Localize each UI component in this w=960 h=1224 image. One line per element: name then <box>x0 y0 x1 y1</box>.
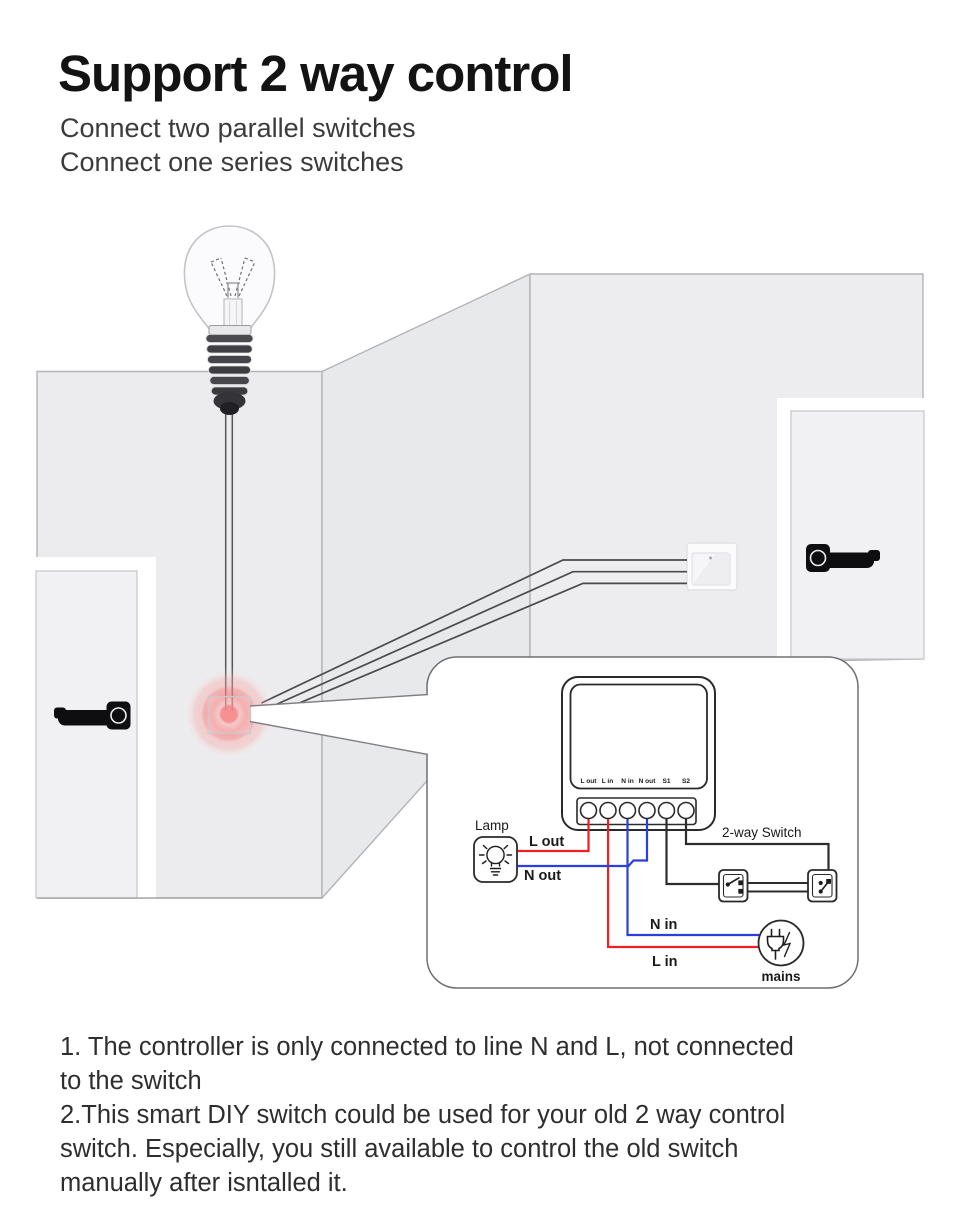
left-door <box>30 557 156 899</box>
n-in-label: N in <box>650 917 677 933</box>
left-door-handle-icon <box>54 701 131 730</box>
n-out-label: N out <box>524 868 561 884</box>
terminal-label-n-out: N out <box>639 778 657 785</box>
lamp-cable <box>224 414 234 711</box>
two-way-switch-2-icon <box>807 869 838 903</box>
lamp-icon <box>473 836 518 883</box>
wire-s1 <box>665 812 726 886</box>
right-door <box>777 398 928 660</box>
switch-cables <box>261 559 687 717</box>
wall-switch <box>686 542 738 591</box>
light-bulb-icon <box>183 225 276 415</box>
hidden-module-glow <box>182 667 276 761</box>
two-way-switch-label: 2-way Switch <box>722 825 802 840</box>
wire-s2 <box>684 812 830 879</box>
module-screen <box>569 683 708 790</box>
two-way-switch-1-icon <box>718 869 749 903</box>
terminal-label-s2: S2 <box>682 778 690 785</box>
wire-n-in <box>626 812 759 937</box>
mains-icon <box>757 919 805 967</box>
terminal-label-l-in: L in <box>602 778 614 785</box>
terminal-label-s1: S1 <box>662 778 670 785</box>
right-door-handle-icon <box>806 544 880 572</box>
bulb-screw-base <box>205 325 254 415</box>
terminal-label-n-in: N in <box>621 778 633 785</box>
terminal-label-l-out: L out <box>581 778 598 785</box>
l-out-label: L out <box>529 834 564 850</box>
lamp-label: Lamp <box>475 818 509 833</box>
wire-n-out <box>517 812 649 868</box>
wire-l-in <box>606 812 759 949</box>
mains-label: mains <box>761 969 800 984</box>
wire-l-out <box>517 812 590 853</box>
bulb-filament <box>210 257 256 297</box>
l-in-label: L in <box>652 954 678 970</box>
callout-pointer <box>251 694 429 755</box>
wiring-diagram: L out L in N in N out S1 S2 <box>473 676 838 984</box>
right-door-panel <box>790 410 925 660</box>
diagram-wires <box>517 812 830 949</box>
module-terminals <box>579 801 695 820</box>
left-door-panel <box>35 570 138 899</box>
